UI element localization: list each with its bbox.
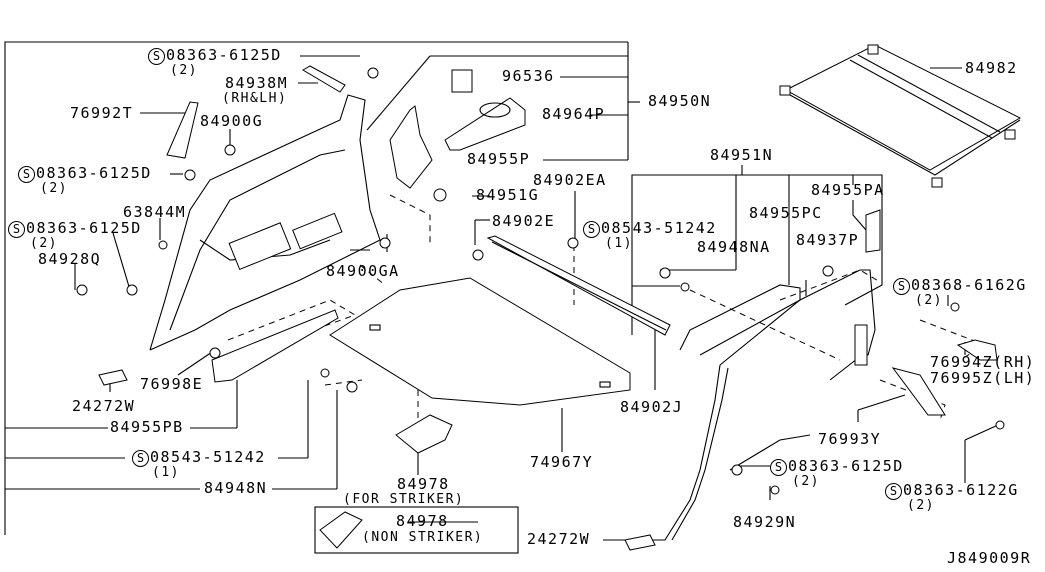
screw-symbol-icon: S xyxy=(8,221,25,238)
callout-84955PB: 84955PB xyxy=(110,418,184,436)
qty: (2) xyxy=(170,63,198,78)
callout-84902E: 84902E xyxy=(492,212,556,230)
qty: (2) xyxy=(30,236,58,251)
screw-symbol-icon: S xyxy=(132,450,149,467)
callout-76998E: 76998E xyxy=(140,375,204,393)
side-trim-left xyxy=(149,94,381,351)
callout-84978: 84978 xyxy=(397,475,450,493)
callout-96536: 96536 xyxy=(502,67,555,85)
group-frames xyxy=(4,41,883,554)
qty: (2) xyxy=(40,181,68,196)
screw-symbol-icon: S xyxy=(148,48,165,65)
callout-84928Q: 84928Q xyxy=(38,250,102,268)
panel-84955P xyxy=(389,105,433,189)
callout-84902EA: 84902EA xyxy=(533,171,607,189)
callout-84978: 84978 xyxy=(396,512,449,530)
screw-symbol-icon: S xyxy=(583,221,600,238)
callout-84900GA: 84900GA xyxy=(326,262,400,280)
qty: (2) xyxy=(792,474,820,489)
callout-63844M: 63844M xyxy=(123,203,187,221)
callout-note: (NON STRIKER) xyxy=(362,530,484,545)
callout-84955PA: 84955PA xyxy=(811,181,885,199)
callout-24272W: 24272W xyxy=(72,397,136,415)
callout-76994Z: 76994Z(RH) xyxy=(930,353,1036,371)
callout-84955PC: 84955PC xyxy=(749,204,823,222)
callout-76992T: 76992T xyxy=(70,104,134,122)
callout-76993Y: 76993Y xyxy=(818,430,882,448)
leader-lines xyxy=(74,55,999,541)
callout-84982: 84982 xyxy=(965,59,1018,77)
callout-84900G: 84900G xyxy=(200,112,264,130)
callout-note: (RH&LH) xyxy=(222,91,288,106)
drawing-id: J849009R xyxy=(947,549,1032,567)
callout-84950N: 84950N xyxy=(648,92,712,110)
callout-84929N: 84929N xyxy=(733,513,797,531)
screw-symbol-icon: S xyxy=(770,459,787,476)
qty: (1) xyxy=(152,465,180,480)
cover-84978 xyxy=(395,414,453,454)
callout-84902J: 84902J xyxy=(620,398,684,416)
callout-84951G: 84951G xyxy=(476,186,540,204)
callout-24272W: 24272W xyxy=(527,530,591,548)
qty: (2) xyxy=(907,498,935,513)
floor-board-74967Y xyxy=(329,277,631,406)
callout-84948N: 84948N xyxy=(204,479,268,497)
callout-84937P: 84937P xyxy=(796,231,860,249)
callout-84938M: 84938M xyxy=(225,74,289,92)
screw-symbol-icon: S xyxy=(893,278,910,295)
qty: (2) xyxy=(915,293,943,308)
callout-84955P: 84955P xyxy=(467,150,531,168)
part-shapes xyxy=(76,44,1022,551)
qty: (1) xyxy=(605,236,633,251)
callout-74967Y: 74967Y xyxy=(530,453,594,471)
sill-84955PB xyxy=(211,309,339,383)
screw-symbol-icon: S xyxy=(885,483,902,500)
part-96536 xyxy=(451,69,473,93)
callout-84951N: 84951N xyxy=(710,146,774,164)
tonneau-cover-84982 xyxy=(779,44,1022,188)
cupholder-84964P xyxy=(444,97,526,151)
screw-symbol-icon: S xyxy=(18,166,35,183)
callout-84964P: 84964P xyxy=(542,105,606,123)
callout-84948NA: 84948NA xyxy=(697,238,771,256)
callout-76995Z: 76995Z(LH) xyxy=(930,369,1036,387)
callout-note: (FOR STRIKER) xyxy=(343,492,465,507)
